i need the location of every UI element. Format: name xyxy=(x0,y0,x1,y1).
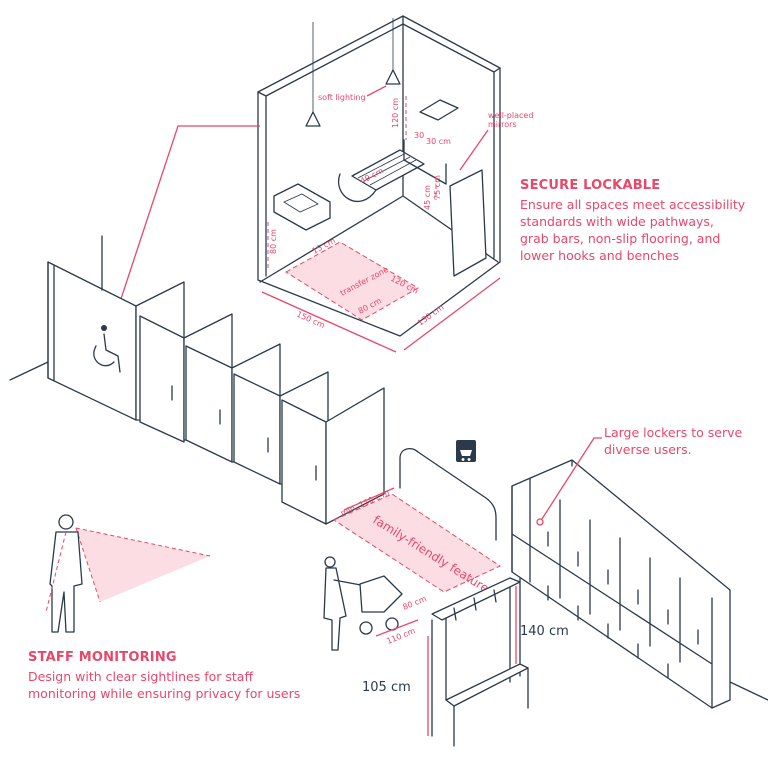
cubicle-row xyxy=(47,235,385,525)
mirrors-label: mirrors xyxy=(488,120,517,129)
lockers-text-line1: Large lockers to serve xyxy=(604,425,743,440)
dim-80-stroller-label: 80 cm xyxy=(401,594,428,612)
lamp-right-icon xyxy=(385,69,401,85)
floor-line-right xyxy=(729,681,768,701)
secure-lockable-title: SECURE LOCKABLE xyxy=(520,178,661,193)
wall-grab-bar-icon xyxy=(403,139,447,185)
hook-bench xyxy=(427,577,529,747)
lockers-leader xyxy=(539,437,602,523)
secure-text-line3: grab bars, non-slip flooring, and xyxy=(520,231,721,246)
dim-min110-line xyxy=(343,487,395,511)
sink-basin xyxy=(283,193,319,213)
hook-icons xyxy=(453,589,497,621)
secure-text-line4: lower hooks and benches xyxy=(520,248,680,263)
dim-110-line xyxy=(375,619,419,637)
lamp-left-icon xyxy=(305,111,321,127)
secure-text-line1: Ensure all spaces meet accessibility xyxy=(520,197,746,212)
dim-30b-label: 30 cm xyxy=(426,137,451,146)
locker-bank xyxy=(511,437,731,709)
wall-thickness xyxy=(265,71,495,277)
bench-legs xyxy=(453,667,529,747)
fold-down-bench-icon xyxy=(351,149,425,191)
room-callout-leader xyxy=(113,125,260,321)
mirror-leader xyxy=(459,129,489,171)
grab-bar-icon xyxy=(337,173,377,202)
locker-edge xyxy=(511,459,573,573)
wheelchair-icon xyxy=(93,325,121,373)
lockers-text-line2: diverse users. xyxy=(604,442,692,457)
dim-140-label: 140 cm xyxy=(520,624,569,639)
family-zone-area xyxy=(332,493,502,593)
soft-lighting-label: soft lighting xyxy=(318,93,366,102)
sightline-lines xyxy=(75,527,211,603)
dim-150-line xyxy=(261,291,397,353)
staff-figure xyxy=(45,514,211,633)
locker-doors xyxy=(511,477,713,709)
coat-hooks-icon xyxy=(419,99,459,121)
bench-posts xyxy=(431,577,521,737)
parent-head xyxy=(324,556,336,568)
wall-top xyxy=(257,23,501,97)
soft-lighting-leader xyxy=(366,85,387,97)
barrier-rail-icon xyxy=(399,447,497,541)
dim-75-label: 75 cm xyxy=(433,175,442,200)
dim-150-label: 150 cm xyxy=(295,310,326,331)
stall-door-1 xyxy=(139,315,185,443)
stroller-glyph xyxy=(460,450,472,461)
staff-head xyxy=(58,514,74,530)
stall-door-4 xyxy=(281,399,327,525)
lockers-callout-dot xyxy=(536,518,544,526)
dim-120-v-label: 120 cm xyxy=(391,98,400,128)
staff-body xyxy=(49,531,83,633)
staff-monitoring-title: STAFF MONITORING xyxy=(28,650,177,665)
floor-line-left xyxy=(9,361,49,381)
bench-slats xyxy=(357,153,417,186)
stall-end-panel xyxy=(325,387,385,525)
door-handles xyxy=(171,385,317,481)
staff-text-line1: Design with clear sightlines for staff xyxy=(28,669,254,684)
dim-45-label: 45 cm xyxy=(423,185,432,210)
accessible-stall-edge xyxy=(47,261,55,382)
stroller-icon xyxy=(359,575,403,613)
accessible-stall-panel xyxy=(47,261,137,421)
dim-80-v-label: 80 cm xyxy=(269,229,278,254)
stroller-wheel-1 xyxy=(359,621,373,635)
locker-handles xyxy=(547,531,699,679)
dim-130-line xyxy=(403,277,501,351)
mirror-icon xyxy=(449,169,487,277)
well-placed-label: well-placed xyxy=(488,111,533,120)
sightline-cone xyxy=(76,528,210,602)
secure-text-line2: standards with wide pathways, xyxy=(520,214,714,229)
bench-seat-icon xyxy=(445,663,529,707)
staff-text-line2: monitoring while ensuring privacy for us… xyxy=(28,686,301,701)
sink-icon xyxy=(273,183,331,231)
locker-bank-outline xyxy=(511,459,731,709)
transfer-zone-area xyxy=(285,241,419,321)
parent-body xyxy=(323,567,347,651)
accessible-room-cutaway: transfer zone soft lighting well-placed … xyxy=(257,15,533,353)
dim-30a-label: 30 xyxy=(414,131,424,140)
dim-105-label: 105 cm xyxy=(362,680,411,695)
